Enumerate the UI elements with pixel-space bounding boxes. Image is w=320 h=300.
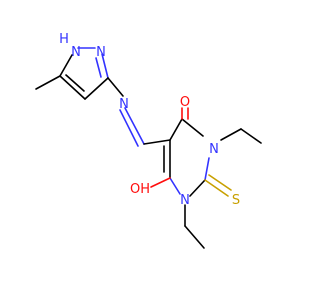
bond-c4-n3 [181,118,204,137]
bond-c5-c4 [169,118,183,141]
bond-n3-ethyl-ch3 [240,128,262,144]
bond-n1-ethyl-ch3 [184,225,205,249]
bond-n1-c6 [169,177,181,195]
atom-hydroxyl-o: OH [130,182,150,197]
bond-c6-oh [150,177,171,188]
bond-n-c3 [101,53,109,79]
bond-c4-c5-double [65,74,85,92]
bond-n-c3-double [95,57,102,78]
bond-methyl [35,75,61,90]
atom-ring-n3: N [209,142,219,157]
atom-pyrazole-nh: N [71,45,81,60]
atom-pyrazole-nh-h: H [59,32,69,47]
bond-nimine-ch-double [119,109,139,147]
bond-c4-c5 [59,75,86,100]
bond-c2-n1 [189,179,206,197]
atom-ring-n1: N [180,193,190,208]
bond-c2-s [204,179,229,197]
bond-c3-nimine [107,77,124,97]
bond-n3-c2 [204,157,210,181]
bond-ch-c5 [143,139,171,145]
bond-nimine-ch [124,107,145,145]
molecule-structure: H N N N O N OH N S [35,32,262,249]
atom-imine-n: N [119,97,129,112]
atom-thione-s: S [232,193,240,208]
atom-carbonyl-o: O [180,95,190,110]
bond-c2-s-double [208,174,232,191]
bond-c3-c4 [84,77,109,100]
atom-pyrazole-n: N [96,45,106,60]
bond-c5-nh [59,54,73,77]
bond-n3-ethyl-ch2 [220,128,242,141]
